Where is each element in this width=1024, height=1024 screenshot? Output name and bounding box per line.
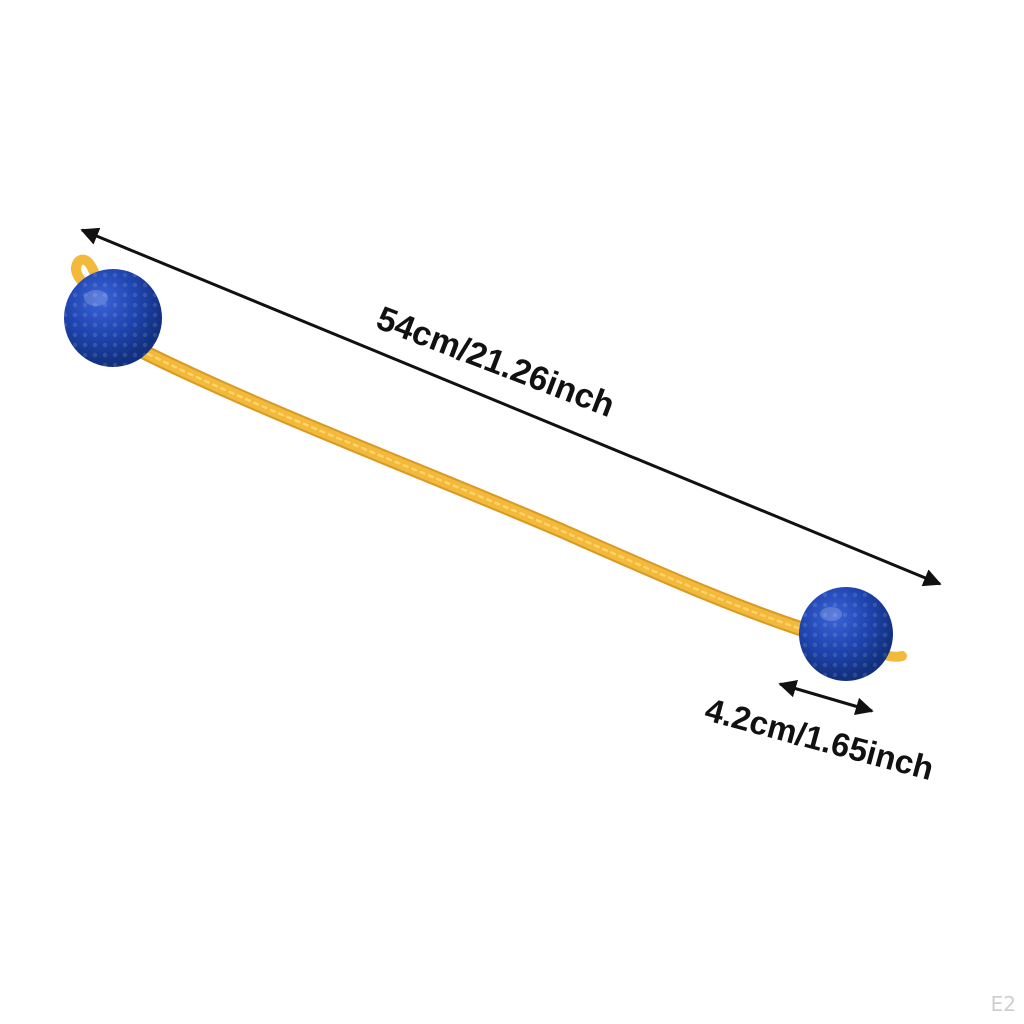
length-dimension-arrow	[80, 227, 942, 587]
ball-left	[64, 269, 162, 367]
ball-right	[799, 587, 893, 681]
rope-weave	[138, 348, 822, 637]
watermark: E2	[990, 992, 1016, 1016]
ball-diameter-arrow	[778, 679, 874, 716]
